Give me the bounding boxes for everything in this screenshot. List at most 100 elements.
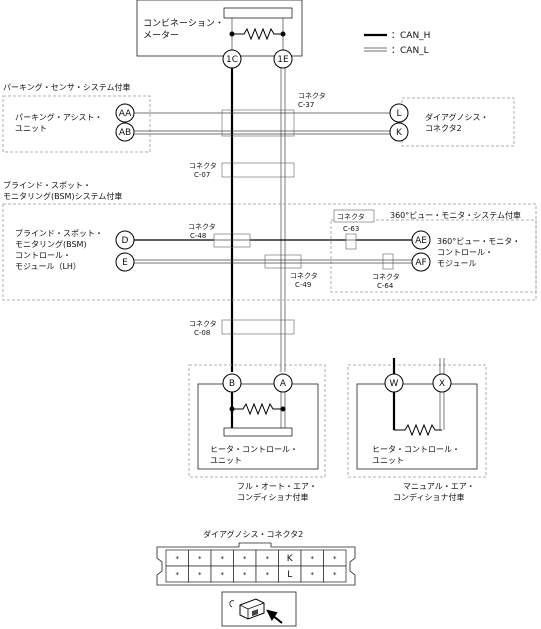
pin-1e	[273, 49, 293, 69]
pin-e-label: E	[122, 258, 128, 268]
bsm-title-2: モニタリング(BSM)システム付車	[3, 191, 122, 201]
heater-manual: ヒータ・コントロール・ ユニット マニュアル・エア・ コンディショナ付車	[347, 358, 487, 502]
bsm-unit-label-1: ブラインド・スポット・	[15, 228, 103, 238]
diag-face-title: ダイアグノシス・コネクタ2	[203, 529, 303, 539]
diag-pin-label: *	[198, 555, 202, 563]
diag-connector-pins: *****K*******L**	[165, 549, 347, 583]
pin-k-label: K	[396, 128, 403, 138]
pin-l	[389, 103, 409, 123]
heater-auto-unit-2: ユニット	[210, 456, 242, 465]
pin-a	[273, 373, 293, 393]
connector-arrow-icon	[221, 591, 297, 627]
diag-connector-area: ダイアグノシス・ コネクタ2	[401, 97, 515, 147]
connector-c48-label-1: コネクタ	[188, 222, 216, 231]
diag-pin-label: *	[266, 555, 270, 563]
pin-a-label: A	[280, 379, 287, 389]
pin-l-label: L	[396, 109, 401, 119]
pin-ab-label: AB	[119, 128, 131, 138]
heater-manual-caption-1: マニュアル・エア・	[403, 482, 475, 491]
diag-pin-label: *	[221, 571, 225, 579]
diag-pin-label: *	[311, 555, 315, 563]
connector-c63	[345, 233, 357, 250]
pin-ae	[411, 230, 431, 250]
meter-terminal-block	[223, 7, 293, 19]
pin-1c-label: 1C	[226, 55, 238, 65]
view-360-title: 360°ビュー・モニタ・システム付車	[390, 210, 521, 220]
connector-c08-label-1: コネクタ	[189, 319, 217, 328]
heater-auto-terminal-block	[223, 427, 293, 437]
connector-c08-label-2: C-08	[194, 329, 210, 337]
diag-pin-label: *	[266, 571, 270, 579]
view-360-system: 360°ビュー・モニタ・システム付車 360°ビュー・モニタ・ コントロール・ …	[330, 210, 537, 293]
connector-c07-label-2: C-07	[194, 171, 210, 179]
connector-c64-label-2: C-64	[377, 282, 394, 290]
diag-pin-label: *	[221, 555, 225, 563]
pin-b-label: B	[229, 379, 235, 389]
heater-manual-unit-2: ユニット	[372, 456, 404, 465]
pin-aa	[115, 103, 135, 123]
pin-1e-label: 1E	[277, 55, 289, 65]
connector-c49	[264, 254, 302, 269]
diag-pin-label: *	[176, 555, 180, 563]
pin-af-label: AF	[415, 258, 426, 268]
connector-c49-label-1: コネクタ	[290, 271, 318, 280]
view-360-unit-1: 360°ビュー・モニタ・	[437, 237, 520, 246]
diag-pin-label: *	[333, 555, 337, 563]
pin-w	[384, 373, 404, 393]
legend-can-l: ：CAN_L	[391, 46, 429, 56]
diag-pin-label: *	[333, 571, 337, 579]
heater-auto: ヒータ・コントロール・ ユニット フル・オート・エア・ コンディショナ付車	[188, 364, 326, 502]
connector-c37	[221, 109, 295, 137]
diag-connector-face: ダイアグノシス・コネクタ2 *****K*******L**	[156, 529, 356, 586]
bsm-unit-label-2: モニタリング(BSM)	[15, 239, 87, 249]
legend-can-h: ：CAN_H	[391, 31, 430, 41]
pin-d	[115, 230, 135, 250]
diag-pin-label: K	[287, 554, 294, 564]
connector-c49-label-2: C-49	[295, 281, 311, 289]
diag-pin-label: *	[176, 571, 180, 579]
diag-pin-cell	[323, 565, 347, 583]
parking-unit-label-1: パーキング・アシスト・	[15, 112, 102, 122]
parking-system-title: パーキング・センサ・システム付車	[3, 82, 131, 92]
meter-label-2: メーター	[143, 30, 179, 41]
diag-pin-label: *	[243, 555, 247, 563]
diag-label-2: コネクタ2	[425, 124, 462, 133]
bsm-unit-label-3: コントロール・	[15, 251, 71, 260]
pin-e	[115, 252, 135, 272]
pin-x-label: X	[439, 379, 445, 389]
connector-c63-label-1: コネクタ	[337, 212, 365, 221]
bsm-unit-label-4: モジュール（LH）	[15, 262, 81, 271]
parking-unit-label-2: ユニット	[15, 124, 47, 133]
connector-c63-label-2: C-63	[343, 225, 359, 233]
connector-c48-label-2: C-48	[190, 232, 206, 240]
pin-ab	[115, 122, 135, 142]
connector-c37-label-2: C-37	[298, 101, 314, 109]
pin-ae-label: AE	[415, 236, 427, 246]
meter-label-1: コンビネーション・	[143, 18, 224, 29]
heater-auto-caption-1: フル・オート・エア・	[237, 482, 317, 491]
connector-c08	[221, 319, 295, 335]
connector-c07-label-1: コネクタ	[189, 161, 217, 170]
heater-auto-unit-1: ヒータ・コントロール・	[210, 445, 298, 454]
bsm-title-1: ブラインド・スポット・	[3, 180, 91, 190]
diag-pin-label: L	[287, 570, 292, 580]
connector-c64-label-1: コネクタ	[372, 272, 400, 281]
diag-pin-label: *	[311, 571, 315, 579]
heater-manual-caption-2: コンディショナ付車	[393, 492, 464, 502]
terminating-resistor-manual	[394, 423, 442, 437]
pin-k	[389, 122, 409, 142]
view-360-unit-3: モジュール	[437, 259, 476, 268]
heater-auto-unit-box	[197, 383, 319, 470]
view-360-unit-2: コントロール・	[437, 248, 493, 257]
connector-c64	[382, 253, 394, 270]
combination-meter: コンビネーション・ メーター	[136, 0, 303, 57]
pin-d-label: D	[122, 236, 129, 246]
pin-af	[411, 252, 431, 272]
heater-manual-unit-1: ヒータ・コントロール・	[372, 445, 460, 454]
diag-pin-label: *	[198, 571, 202, 579]
pin-w-label: W	[390, 379, 399, 389]
pin-x	[432, 373, 452, 393]
pin-1c	[222, 49, 242, 69]
legend: ：CAN_H ：CAN_L	[364, 31, 430, 56]
